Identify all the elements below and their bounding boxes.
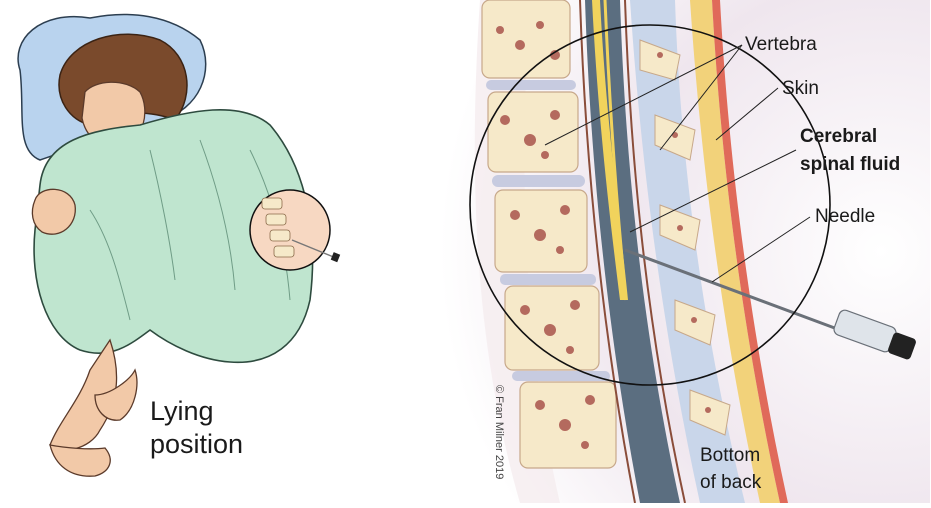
label-bottom-line-2: of back [700,472,761,494]
foot [50,445,110,476]
label-skin: Skin [782,78,819,100]
label-csf-line-2: spinal fluid [800,154,900,176]
svg-text:Lying position: Lying position [150,396,243,459]
label-vertebra: Vertebra [745,34,817,56]
label-needle: Needle [815,206,875,228]
hand [32,189,75,234]
spine-cross-section [440,0,930,503]
label-bottom-line-1: Bottom [700,445,760,467]
label-csf-line-1: Cerebral [800,126,877,148]
caption-line-2: position [150,429,243,459]
credit: © Fran Milner 2019 [493,385,505,479]
caption-line-1: Lying [150,396,214,426]
spine-inset [250,190,340,270]
